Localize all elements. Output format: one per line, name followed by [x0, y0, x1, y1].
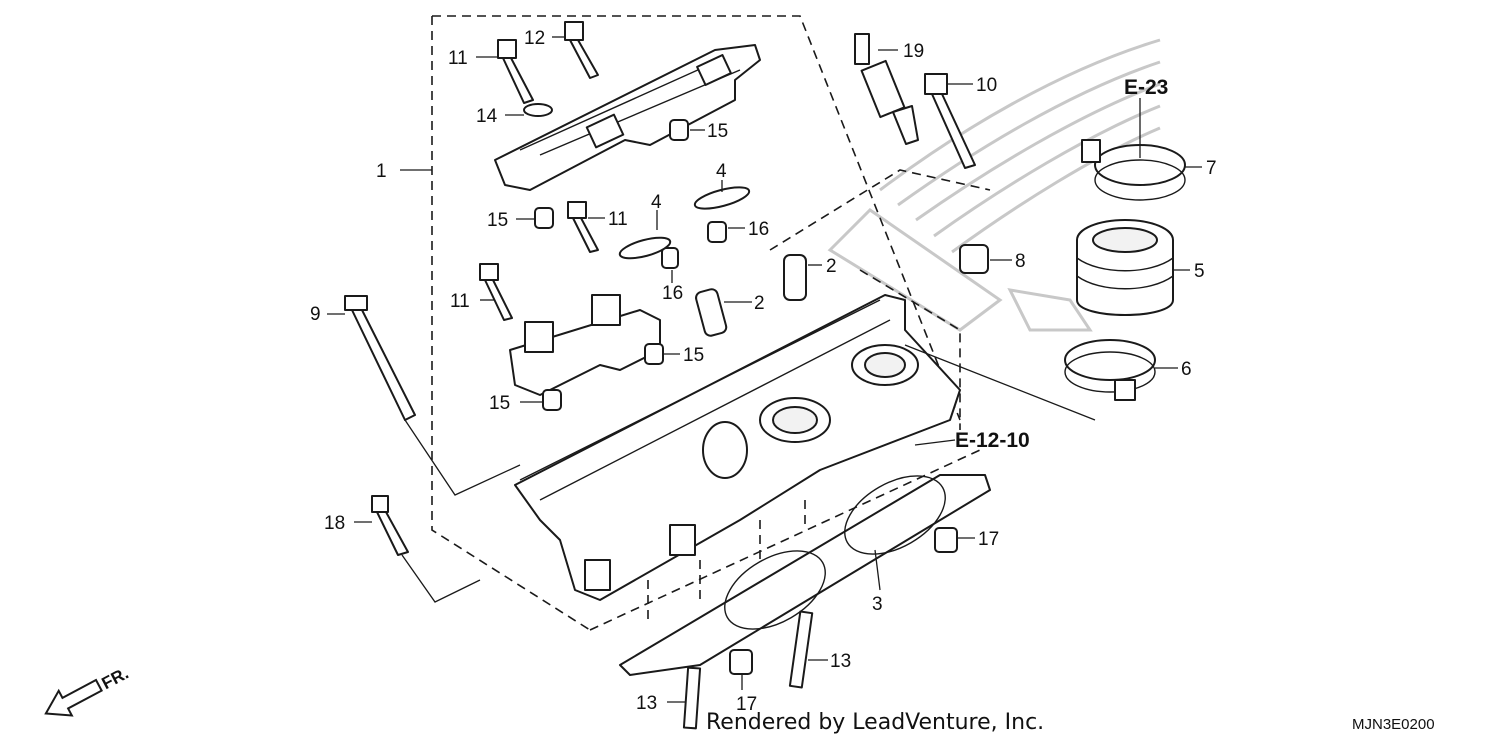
callout-13a: 13	[830, 651, 851, 672]
callout-3: 3	[872, 594, 883, 615]
upper-camshaft-holder	[494, 44, 761, 191]
callout-15c: 15	[683, 345, 704, 366]
callout-9: 9	[310, 304, 321, 325]
upper-clamp	[1081, 139, 1186, 201]
callout-4b: 4	[651, 192, 662, 213]
intake-joint	[1076, 219, 1174, 316]
callout-2a: 2	[826, 256, 837, 277]
dowels	[534, 119, 989, 675]
bolt-11c	[479, 263, 513, 321]
diagram-code: MJN3E0200	[1352, 716, 1435, 733]
ref-e23: E-23	[1124, 76, 1168, 99]
callout-8: 8	[1015, 251, 1026, 272]
callout-16a: 16	[748, 219, 769, 240]
assembly-outline	[431, 15, 991, 631]
callout-15b: 15	[487, 210, 508, 231]
bolt-11a	[497, 39, 534, 104]
callout-2b: 2	[754, 293, 765, 314]
studs-13	[682, 610, 814, 730]
callout-11a: 11	[448, 48, 468, 69]
callout-14: 14	[476, 106, 498, 127]
callout-4a: 4	[716, 161, 727, 182]
callout-15d: 15	[489, 393, 510, 414]
footer-credit: Rendered by LeadVenture, Inc.	[706, 710, 1045, 735]
callout-13b: 13	[636, 693, 657, 714]
front-marker-label: FR.	[99, 664, 132, 694]
callout-5: 5	[1194, 261, 1205, 282]
lower-camshaft-holder	[509, 294, 661, 396]
bolt-18	[371, 495, 409, 556]
callout-11b: 11	[608, 209, 628, 230]
bolt-9	[344, 295, 416, 421]
front-arrow: FR.	[44, 664, 132, 717]
spark-plug-19	[854, 33, 919, 145]
callout-18: 18	[324, 513, 345, 534]
cylinder-head	[514, 294, 961, 601]
guides-2	[695, 254, 807, 337]
callout-11c: 11	[450, 291, 470, 312]
head-gasket	[619, 474, 991, 676]
honda-wing-watermark	[827, 38, 1161, 332]
bolt-11b	[567, 201, 599, 253]
callout-7: 7	[1206, 158, 1217, 179]
bolt-12	[564, 21, 599, 79]
lower-clamp	[1064, 339, 1156, 401]
ref-e1210: E-12-10	[955, 429, 1030, 452]
leader-lines	[327, 36, 1202, 703]
callout-16b: 16	[662, 283, 683, 304]
callout-10: 10	[976, 75, 997, 96]
bolt-10	[924, 73, 976, 169]
callout-1: 1	[376, 161, 387, 182]
callout-17a: 17	[978, 529, 999, 550]
callout-15a: 15	[707, 121, 728, 142]
cross-references: E-23 E-12-10	[955, 76, 1168, 452]
callout-19: 19	[903, 41, 924, 62]
callout-6: 6	[1181, 359, 1192, 380]
callout-labels: 1 2 2 3 4 4 5 6 7 8 9 10 11 11 11 12 13 …	[310, 28, 1217, 715]
callout-12: 12	[524, 28, 545, 49]
callout-17b: 17	[736, 694, 757, 715]
washers-4-14	[523, 103, 751, 260]
